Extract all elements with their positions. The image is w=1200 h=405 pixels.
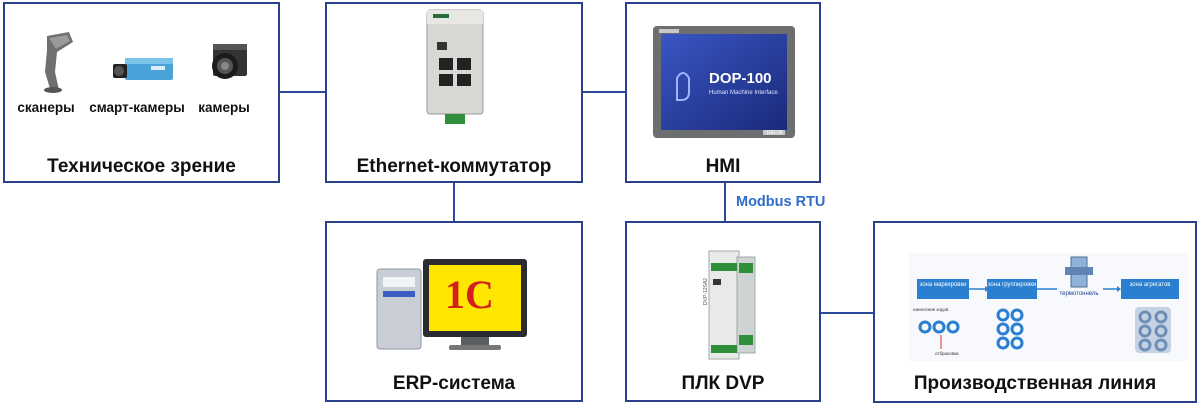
link-switch-erp <box>453 182 455 222</box>
switch-title: Ethernet-коммутатор <box>356 156 552 177</box>
erp-node: 1С ERP-система <box>325 221 583 402</box>
production-line-node: зона маркировки зона группировки термото… <box>873 221 1197 403</box>
plc-device-icon <box>708 250 756 360</box>
link-vision-switch <box>278 91 326 93</box>
link-hmi-plc <box>724 182 726 222</box>
line-flow-arrows <box>918 256 1171 353</box>
switch-node: Ethernet-коммутатор <box>325 2 583 183</box>
plc-model: DVP-12SA2 <box>703 278 709 305</box>
hmi-node: DOP-100 Human Machine Interface DELTA HM… <box>625 2 821 183</box>
industrial-camera-icon <box>212 44 247 79</box>
vision-title: Техническое зрение <box>47 156 236 177</box>
link-plc-line <box>820 312 874 314</box>
hmi-screen-subtitle: Human Machine Interface <box>709 90 778 96</box>
zone-aggregation: зона агрегатов <box>1121 279 1179 299</box>
ethernet-switch-icon <box>426 9 484 124</box>
zone-grouping: зона группировки <box>987 279 1037 299</box>
zone-marking: зона маркировки <box>917 279 969 299</box>
note-code-application: нанесение кодов <box>913 307 949 312</box>
barcode-scanner-icon <box>44 32 73 93</box>
link-switch-hmi <box>582 91 626 93</box>
device-label-smart-cameras: смарт-камеры <box>89 100 185 115</box>
plc-title: ПЛК DVP <box>681 373 765 394</box>
computer-icon <box>376 259 527 350</box>
erp-logo-text: 1С <box>445 272 494 317</box>
hmi-brand: DELTA <box>767 130 783 136</box>
device-label-scanners: сканеры <box>17 100 75 115</box>
hmi-title: HMI <box>705 156 741 177</box>
plc-node: DVP-12SA2 ПЛК DVP <box>625 221 821 402</box>
hmi-panel-icon <box>653 26 795 138</box>
smart-camera-icon <box>113 58 173 80</box>
hmi-screen-title: DOP-100 <box>709 70 772 87</box>
erp-title: ERP-система <box>392 373 516 394</box>
production-line-title: Производственная линия <box>913 373 1157 394</box>
vision-node: сканеры смарт-камеры камеры Техническое … <box>3 2 280 183</box>
device-label-cameras: камеры <box>198 100 250 115</box>
zone-heat-tunnel: термотоннель <box>1059 291 1099 297</box>
note-rejection: отбраковка <box>935 351 959 356</box>
modbus-rtu-label: Modbus RTU <box>736 194 826 210</box>
